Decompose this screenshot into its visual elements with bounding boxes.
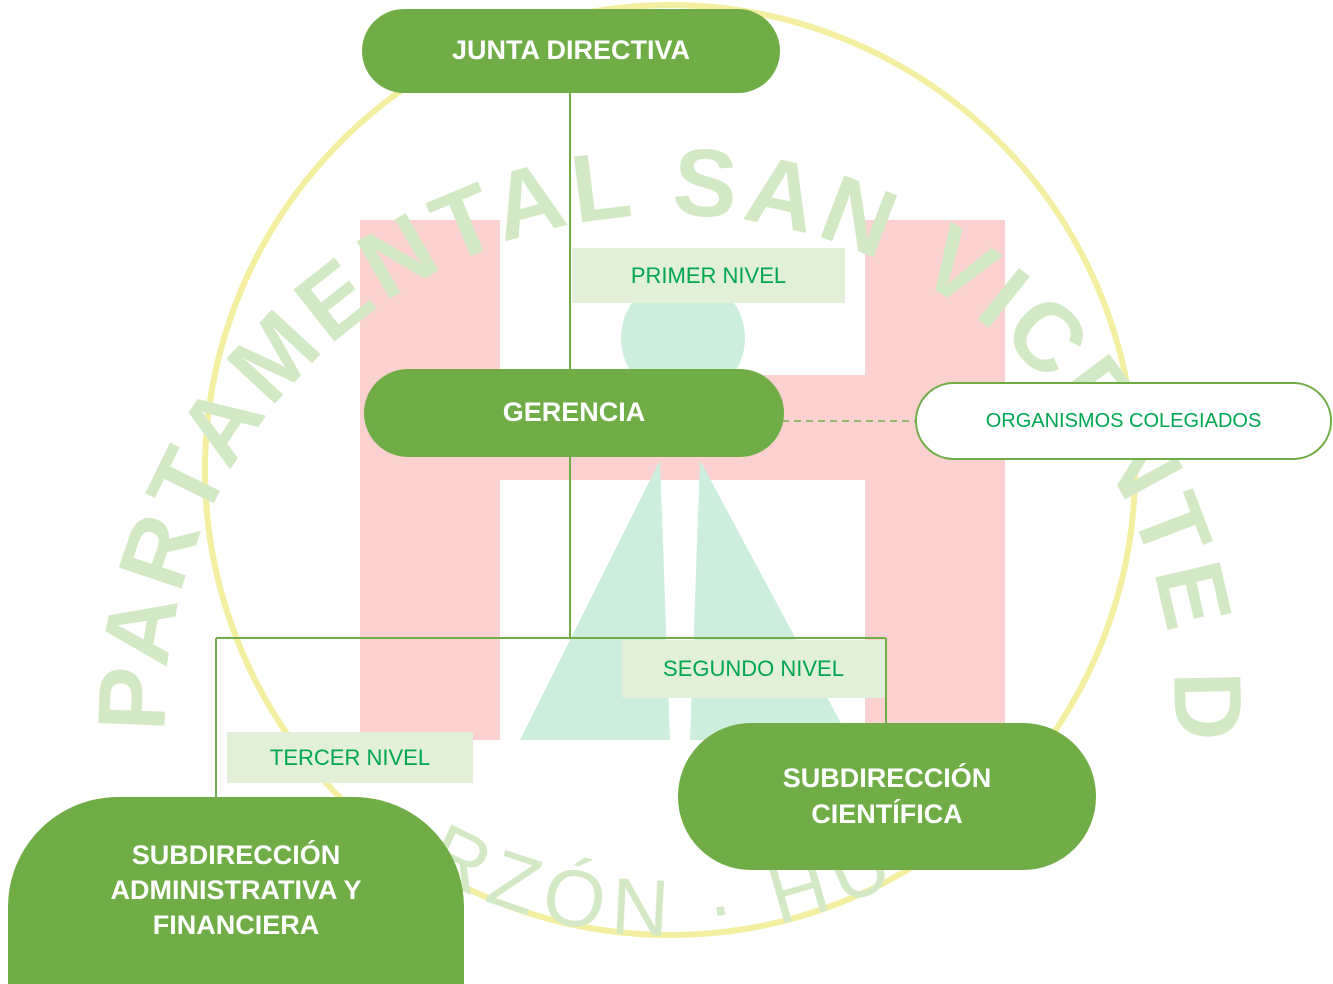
level-label-primer-text: PRIMER NIVEL	[630, 262, 787, 288]
logo-h-right-bar	[865, 220, 1005, 740]
level-label-segundo: SEGUNDO NIVEL	[622, 640, 885, 698]
node-subdireccion-administrativa: SUBDIRECCIÓN ADMINISTRATIVA Y FINANCIERA	[8, 797, 464, 984]
logo-ring	[202, 2, 1138, 938]
level-label-tercer: TERCER NIVEL	[227, 732, 473, 783]
node-organismos-colegiados: ORGANISMOS COLEGIADOS	[915, 382, 1332, 460]
node-subdireccion-administrativa-line-1: SUBDIRECCIÓN	[131, 839, 341, 870]
level-label-segundo-text: SEGUNDO NIVEL	[663, 656, 844, 681]
logo-h-left-bar	[360, 220, 500, 740]
node-subdireccion-cientifica-line-2: CIENTÍFICA	[811, 798, 963, 829]
level-label-tercer-text: TERCER NIVEL	[269, 744, 431, 770]
node-subdireccion-administrativa-line-2: ADMINISTRATIVA Y	[110, 874, 362, 905]
level-label-primer: PRIMER NIVEL	[572, 248, 845, 303]
node-subdireccion-cientifica-line-1: SUBDIRECCIÓN	[782, 763, 992, 794]
node-subdireccion-administrativa-line-3: FINANCIERA	[152, 910, 320, 941]
node-gerencia: GERENCIA	[364, 369, 784, 457]
node-subdireccion-cientifica: SUBDIRECCIÓN CIENTÍFICA	[678, 723, 1096, 870]
node-junta-directiva: JUNTA DIRECTIVA	[362, 9, 780, 93]
node-organismos-colegiados-label: ORGANISMOS COLEGIADOS	[985, 409, 1262, 432]
node-junta-directiva-label: JUNTA DIRECTIVA	[451, 35, 690, 66]
node-gerencia-label: GERENCIA	[502, 397, 646, 428]
